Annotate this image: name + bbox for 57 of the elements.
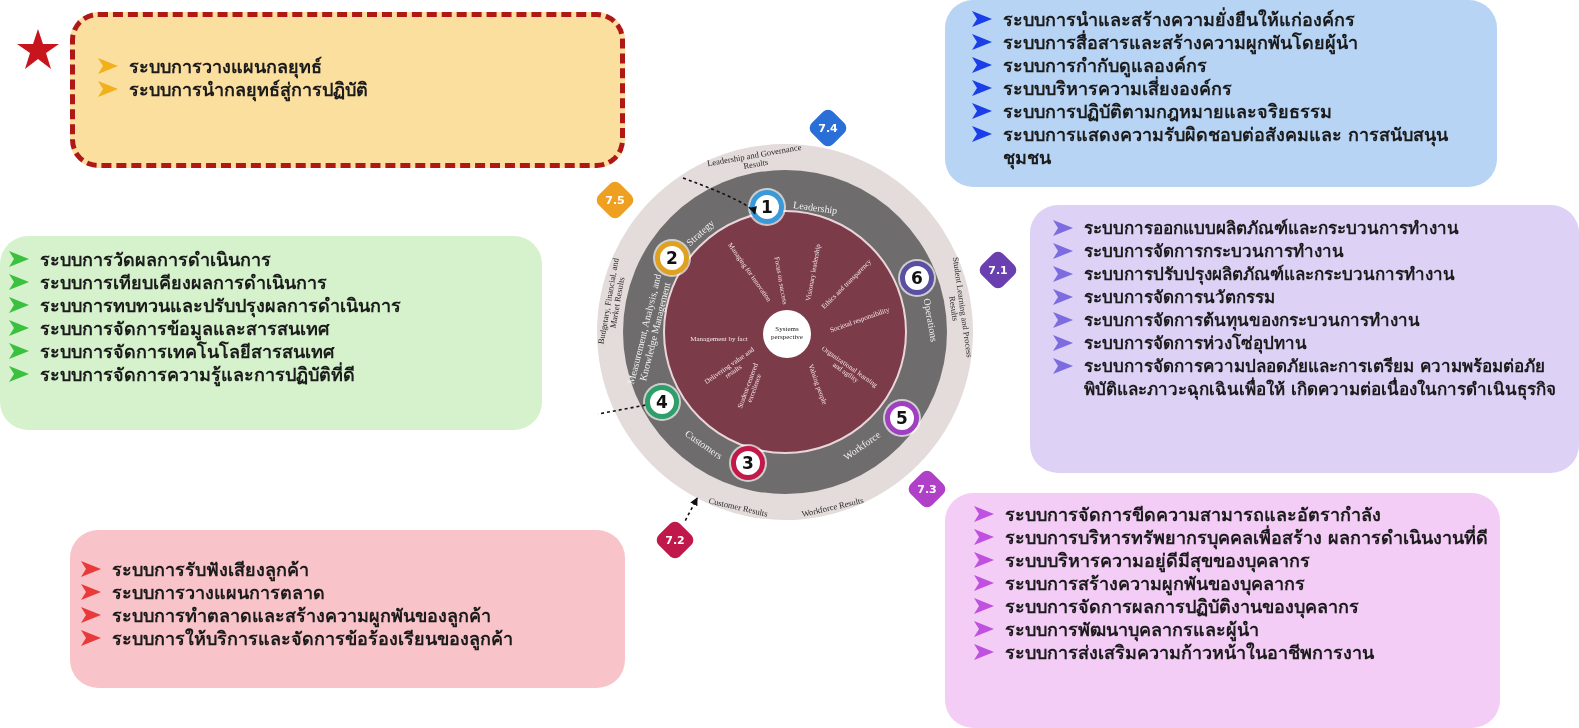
list-item: ระบบการวัดผลการดำเนินการ [40,248,271,271]
list-item: ระบบการปรับปรุงผลิตภัณฑ์และกระบวนการทำงาน [1084,263,1455,286]
list-item: ระบบการพัฒนาบุคลากรและผู้นำ [1005,618,1259,641]
ring-label: Workforce Results [800,496,865,520]
list-item: ระบบบริหารความอยู่ดีมีสุขของบุคลากร [1005,550,1310,572]
badge-number: 7.3 [917,482,937,496]
info-panel [70,12,625,168]
category-label: Leadership [792,199,838,217]
list-item: ระบบการแสดงความรับผิดชอบต่อสังคมและ การสนับสนุนชุมชน [1003,123,1450,169]
info-panel [945,493,1500,728]
number-circle: 3 [731,446,765,480]
ring-label: Customer Results [707,496,769,519]
list-item: ระบบการจัดการความรู้และการปฏิบัติที่ดี [40,363,355,386]
category-label: Operations [920,297,939,343]
list-item: ระบบการจัดการห่วงโซ่อุปทาน [1084,332,1307,355]
list-item: ระบบการจัดการข้อมูลและสารสนเทศ [40,317,329,340]
list-item: ระบบการจัดการนวัตกรรม [1084,286,1275,309]
list-item: ระบบการวางแผนกลยุทธ์ [129,55,322,78]
list-item: ระบบการกำกับดูแลองค์กร [1003,55,1207,77]
info-panel [0,236,542,430]
info-panel [1030,205,1579,473]
list-item: ระบบการวางแผนการตลาด [112,582,325,604]
list-item: ระบบบริหารความเสี่ยงองค์กร [1003,77,1232,100]
list-item: ระบบการจัดการต้นทุนของกระบวนการทำงาน [1084,309,1420,332]
badge-number: 7.1 [988,263,1008,277]
list-item: ระบบการทำตลาดและสร้างความผูกพันของลูกค้า [112,604,491,627]
list-item: ระบบการจัดการความปลอดภัยและการเตรียม ความพร้อมต่อภัยพิบัติและภาวะฉุกเฉินเพื่อให้ เกิดความต่อเนื่องในการดำเนินธุรกิจ [1084,355,1557,401]
list-item: ระบบการสื่อสารและสร้างความผูกพันโดยผู้นำ [1003,31,1358,54]
list-item: ระบบการจัดการผลการปฏิบัติงานของบุคลากร [1005,596,1359,618]
number-circle: 5 [885,401,919,435]
list-item: ระบบการออกแบบผลิตภัณฑ์และกระบวนการทำงาน [1084,217,1459,240]
list-item: ระบบการส่งเสริมความก้าวหน้าในอาชีพการงาน [1005,641,1374,664]
list-item: ระบบการบริหารทรัพยากรบุคคลเพื่อสร้าง ผลการดำเนินงานที่ดี [1005,526,1489,549]
list-item: ระบบการรับฟังเสียงลูกค้า [112,558,309,581]
number-circle: 6 [900,261,934,295]
ring-label: Student Learning and Process Results [946,255,975,360]
list-item: ระบบการให้บริการและจัดการข้อร้องเรียนของลูกค้า [112,627,513,650]
info-panel [945,0,1497,187]
list-item: ระบบการทบทวนและปรับปรุงผลการดำเนินการ [40,294,401,317]
ring-label: Leadership and Governance Results [704,141,803,173]
number-circle: 1 [750,190,784,224]
badge-number: 7.5 [605,193,625,207]
list-item: ระบบการปฏิบัติตามกฎหมายและจริยธรรม [1003,100,1332,123]
list-item: ระบบการนำและสร้างความยั่งยืนให้แก่องค์กร [1003,8,1355,30]
info-panel [70,530,625,688]
list-item: ระบบการนำกลยุทธ์สู่การปฏิบัติ [129,78,368,101]
list-item: ระบบการสร้างความผูกพันของบุคลากร [1005,573,1305,595]
ring-label: Budgetary, Financial, and Market Results [594,255,627,347]
list-item: ระบบการจัดการขีดความสามารถและอัตรากำลัง [1005,503,1381,525]
dotted-arrow [682,177,756,215]
list-item: ระบบการจัดการกระบวนการทำงาน [1084,240,1344,263]
list-item: ระบบการเทียบเคียงผลการดำเนินการ [40,271,327,294]
list-item: ระบบการจัดการเทคโนโลยีสารสนเทศ [40,340,334,362]
badge-number: 7.4 [818,121,838,135]
number-circle: 4 [645,385,679,419]
badge-number: 7.2 [665,533,685,547]
dotted-arrow [684,497,698,522]
